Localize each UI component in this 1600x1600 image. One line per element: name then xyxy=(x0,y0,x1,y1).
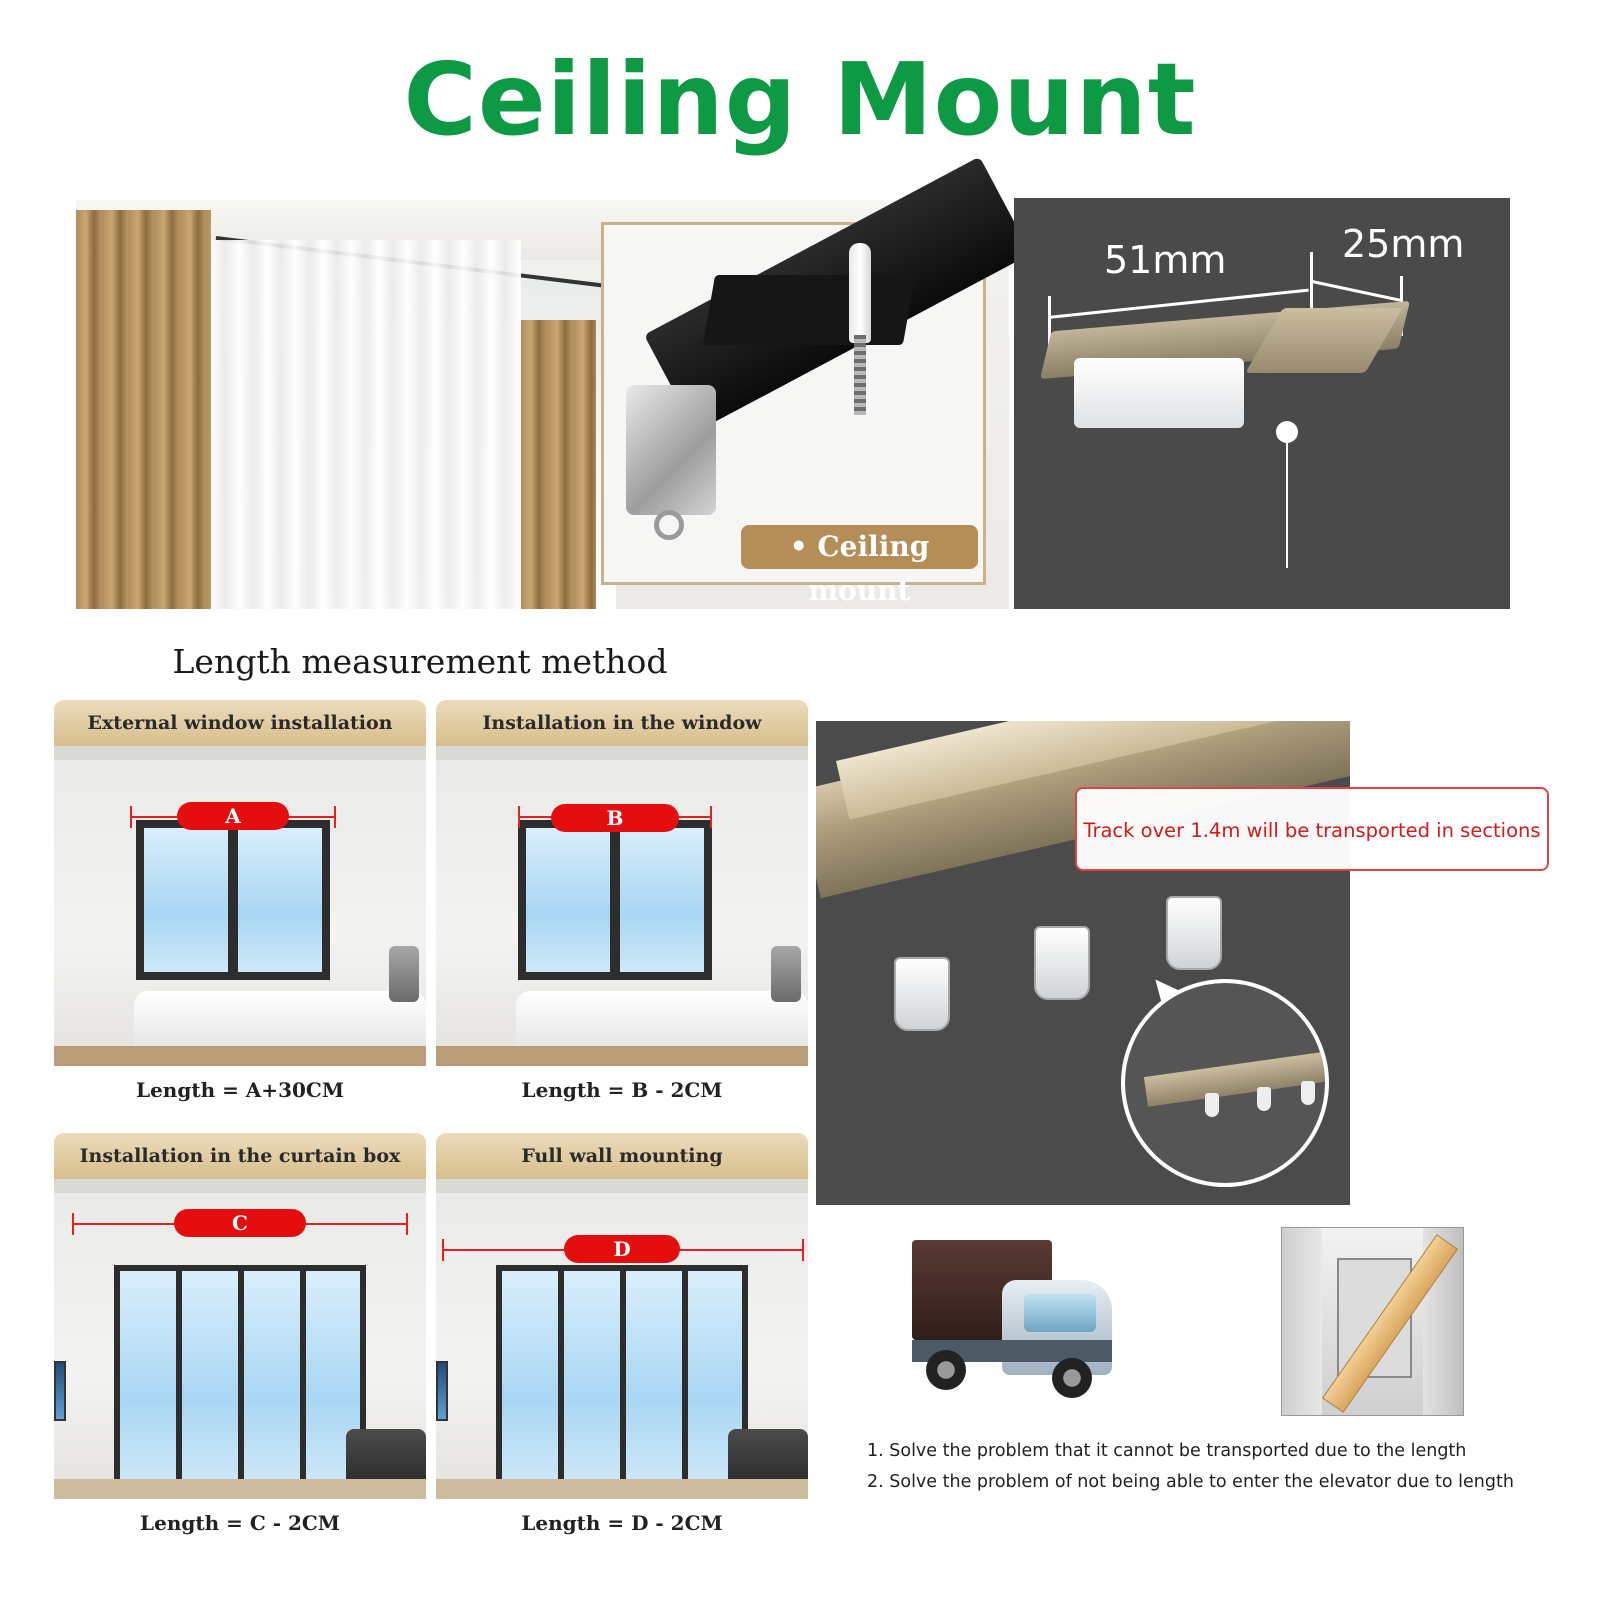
measurement-card-d: Full wall mounting D Length = D - 2CM xyxy=(436,1133,808,1553)
measure-tick xyxy=(334,806,336,828)
headboard xyxy=(389,946,419,1002)
hook-ring-icon xyxy=(654,510,684,540)
floor xyxy=(54,1046,426,1066)
white-glider xyxy=(1074,358,1244,428)
window-frame xyxy=(518,820,712,980)
wall-anchor-icon xyxy=(849,243,871,343)
measure-marker-b: B xyxy=(551,804,679,832)
measure-marker-c: C xyxy=(174,1209,306,1237)
truck-icon xyxy=(912,1240,1112,1405)
living-room-illustration: D xyxy=(436,1179,808,1499)
measure-tick xyxy=(518,806,520,828)
sofa xyxy=(346,1429,426,1485)
truck-windshield xyxy=(1024,1294,1096,1332)
dimension-tick xyxy=(1310,252,1313,310)
wall-picture xyxy=(54,1361,66,1421)
card-header: Installation in the window xyxy=(436,700,808,746)
window-pane xyxy=(238,828,322,972)
wheel-icon xyxy=(926,1350,966,1390)
window-frame xyxy=(136,820,330,980)
page-title: Ceiling Mount xyxy=(403,41,1197,158)
track-runner xyxy=(1034,926,1090,1000)
truck-chassis xyxy=(912,1340,1112,1362)
track-endcap xyxy=(626,385,716,515)
cornice xyxy=(436,1179,808,1193)
measure-marker-d: D xyxy=(564,1235,680,1263)
dimension-label-51mm: 51mm xyxy=(1104,238,1227,282)
mini-runner xyxy=(1301,1081,1315,1105)
elevator-icon xyxy=(1281,1227,1464,1416)
measurement-card-a: External window installation A Length = … xyxy=(54,700,426,1120)
track-runner xyxy=(894,957,950,1031)
window-pane xyxy=(620,828,704,972)
sliding-door-frame xyxy=(496,1265,748,1485)
bedroom-illustration: A xyxy=(54,746,426,1066)
measure-marker-a: A xyxy=(177,802,289,830)
pin-marker-icon xyxy=(1276,421,1298,443)
ceiling-mount-badge: • Ceiling mount xyxy=(741,525,978,607)
sliding-door-frame xyxy=(114,1265,366,1485)
living-room-illustration: C xyxy=(54,1179,426,1499)
bedroom-illustration: B xyxy=(436,746,808,1066)
window-pane xyxy=(526,828,610,972)
door-pane xyxy=(182,1271,238,1485)
mini-runner xyxy=(1257,1087,1271,1111)
floor xyxy=(54,1479,426,1499)
transport-note-2: 2. Solve the problem of not being able t… xyxy=(867,1472,1514,1492)
cornice xyxy=(54,746,426,760)
zoom-circle xyxy=(1121,979,1329,1187)
bed xyxy=(134,991,426,1049)
measure-tick xyxy=(406,1213,408,1235)
mini-runner xyxy=(1205,1093,1219,1117)
door-pane xyxy=(120,1271,176,1485)
door-pane xyxy=(564,1271,620,1485)
measure-tick xyxy=(72,1213,74,1235)
dimension-tick xyxy=(1048,296,1051,348)
sofa xyxy=(728,1429,808,1485)
measurement-card-c: Installation in the curtain box C Length… xyxy=(54,1133,426,1553)
dimension-line-25mm xyxy=(1311,280,1401,302)
length-formula: Length = C - 2CM xyxy=(140,1511,340,1535)
track-runner xyxy=(1166,896,1222,970)
floor xyxy=(436,1479,808,1499)
measure-tick xyxy=(442,1239,444,1261)
measure-tick xyxy=(130,806,132,828)
transport-note-1: 1. Solve the problem that it cannot be t… xyxy=(867,1441,1467,1461)
window-pane xyxy=(144,828,228,972)
measure-tick xyxy=(710,806,712,828)
measurement-heading: Length measurement method xyxy=(172,642,668,681)
length-formula: Length = A+30CM xyxy=(136,1078,344,1102)
cornice xyxy=(54,1179,426,1193)
screw-icon xyxy=(854,335,866,415)
measurement-card-b: Installation in the window B Length = B … xyxy=(436,700,808,1120)
headboard xyxy=(771,946,801,1002)
dimension-label-25mm: 25mm xyxy=(1342,222,1465,266)
wheel-icon xyxy=(1052,1358,1092,1398)
length-formula: Length = D - 2CM xyxy=(521,1511,723,1535)
ceiling-bracket-inset: • Ceiling mount xyxy=(601,156,1032,607)
pin-marker-line xyxy=(1286,438,1288,568)
door-pane xyxy=(626,1271,682,1485)
cornice xyxy=(436,746,808,760)
measure-tick xyxy=(802,1239,804,1261)
door-pane xyxy=(244,1271,300,1485)
track-sections-note: Track over 1.4m will be transported in s… xyxy=(1075,787,1549,871)
curtain-drape-left xyxy=(76,210,211,609)
card-header: External window installation xyxy=(54,700,426,746)
floor xyxy=(436,1046,808,1066)
card-header: Installation in the curtain box xyxy=(54,1133,426,1179)
wall-picture xyxy=(436,1361,448,1421)
elevator-wall xyxy=(1282,1228,1322,1415)
black-bracket xyxy=(702,275,916,345)
door-pane xyxy=(502,1271,558,1485)
bed xyxy=(516,991,808,1049)
length-formula: Length = B - 2CM xyxy=(521,1078,723,1102)
sheer-curtain xyxy=(211,240,521,609)
card-header: Full wall mounting xyxy=(436,1133,808,1179)
bracket-dimension-panel: 51mm 25mm xyxy=(1014,198,1510,609)
curtain-drape-right xyxy=(521,320,596,609)
